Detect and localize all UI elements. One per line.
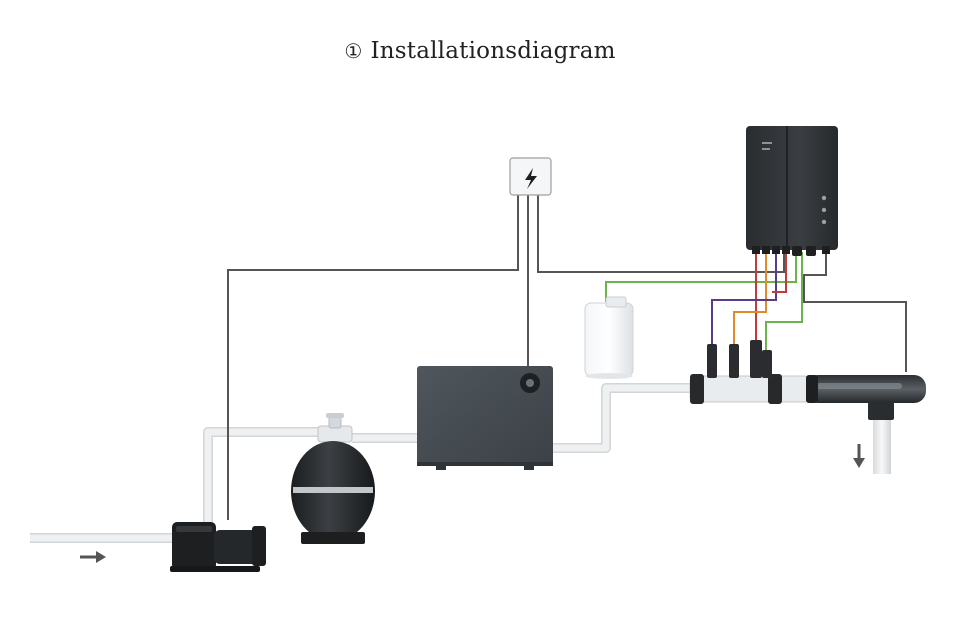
sensor-probe (729, 344, 739, 378)
cable-control-to-uv (803, 250, 907, 372)
uv-chamber (806, 375, 926, 474)
power-cable-to-control (537, 194, 785, 273)
green-cable-tank (605, 252, 797, 302)
water-pipes (30, 383, 690, 543)
circulation-pump (170, 522, 266, 572)
title-text: Installationsdiagram (370, 38, 616, 64)
lightning-bolt-icon (525, 168, 537, 189)
purple-cable (711, 252, 777, 345)
led-indicator (821, 219, 827, 225)
sensor-probe (707, 344, 717, 378)
heat-pump (417, 366, 553, 470)
led-indicator (821, 207, 827, 213)
outflow-arrow (853, 444, 865, 468)
sand-filter (291, 413, 375, 544)
heatpump-to-manifold-pipe (552, 383, 690, 453)
diagram-title: ① Installationsdiagram (0, 38, 960, 64)
chemical-tank (584, 296, 634, 379)
manifold (689, 340, 811, 404)
title-number: ① (344, 39, 363, 63)
red-cable-2 (772, 252, 787, 293)
cables (227, 194, 907, 520)
power-box (509, 157, 552, 196)
control-unit (746, 126, 838, 256)
sensor-probe (762, 350, 772, 378)
sensor-probe (750, 340, 762, 378)
green-cable-sensor (765, 252, 803, 352)
power-cable-to-pump (227, 194, 519, 520)
led-indicator (821, 195, 827, 201)
orange-cable (733, 252, 767, 345)
inflow-arrow (80, 551, 106, 563)
